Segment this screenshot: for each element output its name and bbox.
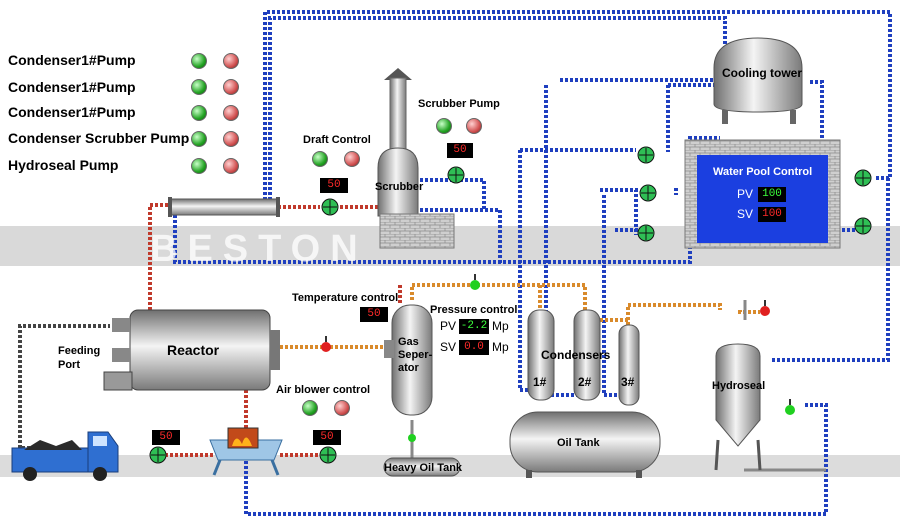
scrubber-pump-display[interactable]: 50: [447, 143, 473, 158]
pump-icon: [854, 169, 872, 187]
pump-icon: [637, 224, 655, 242]
start-light-scrubber[interactable]: [191, 131, 207, 147]
heavy-oil-tank-label: Heavy Oil Tank: [384, 462, 463, 474]
feeding-port-label: Feeding Port: [58, 345, 101, 371]
pressure-sv-display[interactable]: 0.0: [459, 340, 489, 355]
hydroseal-label: Hydroseal: [712, 380, 766, 392]
valve-icon: [321, 336, 331, 352]
air-blower-start-light[interactable]: [302, 400, 318, 416]
hydroseal-vessel: [714, 343, 762, 471]
valve-icon: [470, 274, 480, 290]
pump-icon: [854, 217, 872, 235]
pump-label-hydroseal: Hydroseal Pump: [8, 157, 119, 173]
condenser-vessels: [527, 309, 640, 406]
pump-icons: [149, 146, 872, 464]
pressure-sv-unit: Mp: [492, 340, 509, 354]
water-pipes: [18, 10, 892, 516]
temperature-control-label: Temperature control: [292, 292, 399, 304]
gas-separator-label: Gas Seper- ator: [398, 336, 433, 374]
water-pipe-top-loop: [263, 10, 892, 200]
furnace-icon: [209, 427, 283, 476]
scrubber-pump-start-light[interactable]: [436, 118, 452, 134]
water-pool: [684, 139, 841, 249]
pump-label-condenser2: Condenser1#Pump: [8, 79, 136, 95]
scrubber-pump-stop-light[interactable]: [466, 118, 482, 134]
water-pipe-scrubber-return: [173, 136, 720, 264]
cooling-tower-label: Cooling tower: [722, 66, 802, 80]
pump-icon: [637, 146, 655, 164]
stop-light-2[interactable]: [223, 79, 239, 95]
scrubber-pump-label: Scrubber Pump: [418, 98, 500, 110]
scrubber-label: Scrubber: [375, 181, 424, 193]
pump-icon: [447, 166, 465, 184]
water-pipe-bottom-loop: [244, 403, 828, 516]
right-pump-display[interactable]: 50: [313, 430, 341, 445]
air-blower-stop-light[interactable]: [334, 400, 350, 416]
stop-light-hydroseal[interactable]: [223, 158, 239, 174]
water-pool-pv-label: PV: [737, 187, 754, 201]
horizontal-condenser: [168, 197, 280, 217]
draft-stop-light[interactable]: [344, 151, 360, 167]
condensers-label: Condensers: [541, 348, 611, 362]
valve-icon: [408, 434, 416, 442]
oil-pipes: [270, 283, 760, 349]
pump-label-condenser3: Condenser1#Pump: [8, 104, 136, 120]
pump-icon: [639, 184, 657, 202]
air-blower-control-label: Air blower control: [276, 384, 371, 396]
pressure-pv-unit: Mp: [492, 319, 509, 333]
condenser-2-label: 2#: [578, 375, 592, 389]
stop-light-3[interactable]: [223, 105, 239, 121]
valve-icon: [760, 300, 770, 316]
reactor-vessel: [103, 309, 280, 391]
pump-icon: [149, 446, 167, 464]
start-light-1[interactable]: [191, 53, 207, 69]
pump-icon: [319, 446, 337, 464]
water-pipe-scrubber-pump: [420, 178, 486, 210]
draft-control-label: Draft Control: [303, 134, 371, 146]
valve-icon: [785, 399, 795, 415]
truck-icon: [11, 431, 119, 481]
oil-tank-vessel: [509, 411, 661, 478]
stop-light-1[interactable]: [223, 53, 239, 69]
condenser-3-label: 3#: [621, 375, 635, 389]
pump-icon: [321, 198, 339, 216]
pressure-pv-label: PV: [440, 319, 457, 333]
pressure-control-label: Pressure control: [430, 304, 518, 316]
water-pool-sv-label: SV: [737, 207, 754, 221]
temperature-control-display[interactable]: 50: [360, 307, 388, 322]
heavy-oil-tank: [383, 457, 461, 477]
pressure-pv-display[interactable]: -2.2: [459, 319, 489, 334]
watermark: BESTON: [150, 228, 368, 270]
start-light-3[interactable]: [191, 105, 207, 121]
pump-label-condenser-scrubber: Condenser Scrubber Pump: [8, 130, 190, 146]
water-pool-pv-display[interactable]: 100: [758, 187, 786, 202]
pressure-sv-label: SV: [440, 340, 457, 354]
left-pump-display[interactable]: 50: [152, 430, 180, 445]
draft-control-display[interactable]: 50: [320, 178, 348, 193]
scrubber-tower: [377, 68, 455, 249]
stop-light-scrubber[interactable]: [223, 131, 239, 147]
water-pool-sv-display[interactable]: 100: [758, 207, 786, 222]
gas-separator-vessel: [384, 304, 433, 416]
cooling-tower: [713, 37, 803, 124]
oil-tank-label: Oil Tank: [557, 437, 600, 449]
pump-label-condenser1: Condenser1#Pump: [8, 52, 136, 68]
valve-icons: [321, 274, 795, 442]
condenser-1-label: 1#: [533, 375, 547, 389]
water-pool-control-label: Water Pool Control: [713, 166, 813, 178]
reactor-label: Reactor: [167, 342, 220, 358]
start-light-2[interactable]: [191, 79, 207, 95]
start-light-hydroseal[interactable]: [191, 158, 207, 174]
hot-pipes: [148, 203, 402, 457]
draft-start-light[interactable]: [312, 151, 328, 167]
